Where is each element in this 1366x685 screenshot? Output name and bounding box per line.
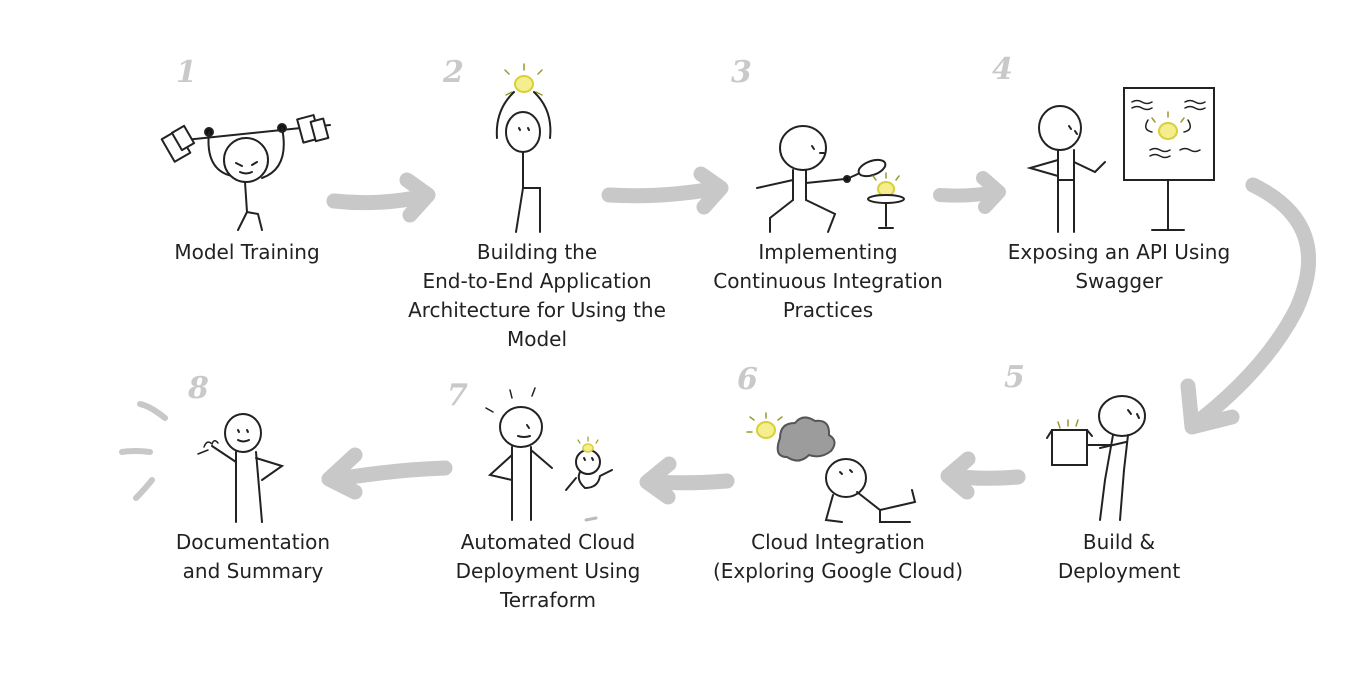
step-number-8: 8 — [188, 371, 209, 406]
label-line: Cloud Integration — [751, 530, 925, 554]
flow-arrow-3-4 — [933, 171, 1006, 214]
label-line: Building the — [476, 240, 598, 264]
flow-arrow-1-2 — [326, 172, 436, 223]
label-line: Continuous Integration — [713, 269, 943, 293]
flow-arrow-2-3 — [601, 166, 729, 215]
step-number-3: 3 — [731, 55, 752, 90]
label-line: Swagger — [1075, 269, 1163, 293]
step-number-6: 6 — [737, 362, 758, 397]
lightbulb-holder-illustration — [495, 63, 552, 233]
step-label-7: Automated Cloud Deployment Using Terrafo… — [428, 528, 668, 615]
label-line: Implementing — [758, 240, 898, 264]
flow-arrow-6-7 — [639, 456, 735, 505]
step-label-6: Cloud Integration (Exploring Google Clou… — [692, 528, 984, 586]
box-carrier-illustration — [1046, 395, 1146, 521]
flow-arrow-5-6 — [940, 451, 1026, 500]
label-line: Exposing an API Using — [1007, 240, 1231, 264]
flow-arrow-4-5 — [1180, 177, 1317, 435]
label-line: Model — [506, 327, 568, 351]
label-line: Deployment Using — [455, 559, 641, 583]
label-line: and Summary — [182, 559, 324, 583]
label-line: Build & — [1082, 530, 1156, 554]
weightlifter-illustration — [160, 114, 331, 231]
step-label-5: Build & Deployment — [1028, 528, 1210, 586]
step-label-4: Exposing an API Using Swagger — [989, 238, 1249, 296]
step-number-1: 1 — [176, 55, 197, 90]
step-number-4: 4 — [992, 52, 1013, 87]
label-line: Model Training — [174, 240, 320, 264]
step-number-2: 2 — [443, 55, 464, 90]
step-label-8: Documentation and Summary — [152, 528, 354, 586]
step-number-7: 7 — [447, 378, 468, 413]
waving-figure-illustration — [119, 401, 285, 523]
label-line: End-to-End Application — [422, 269, 652, 293]
step-label-3: Implementing Continuous Integration Prac… — [688, 238, 968, 325]
step-number-5: 5 — [1004, 360, 1025, 395]
cloud-dreamer-illustration — [746, 412, 917, 523]
label-line: Architecture for Using the — [408, 298, 666, 322]
flipchart-presenter-illustration — [1026, 87, 1215, 233]
magnifier-inspector-illustration — [756, 125, 905, 233]
label-line: Practices — [782, 298, 874, 322]
step-label-1: Model Training — [146, 238, 348, 267]
flow-arrow-7-8 — [321, 447, 453, 500]
label-line: Automated Cloud — [460, 530, 636, 554]
label-line: Deployment — [1057, 559, 1181, 583]
step-label-2: Building the End-to-End Application Arch… — [392, 238, 682, 354]
label-line: Documentation — [175, 530, 331, 554]
label-line: (Exploring Google Cloud) — [712, 559, 964, 583]
label-line: Terraform — [499, 588, 597, 612]
robot-builder-illustration — [485, 387, 613, 522]
